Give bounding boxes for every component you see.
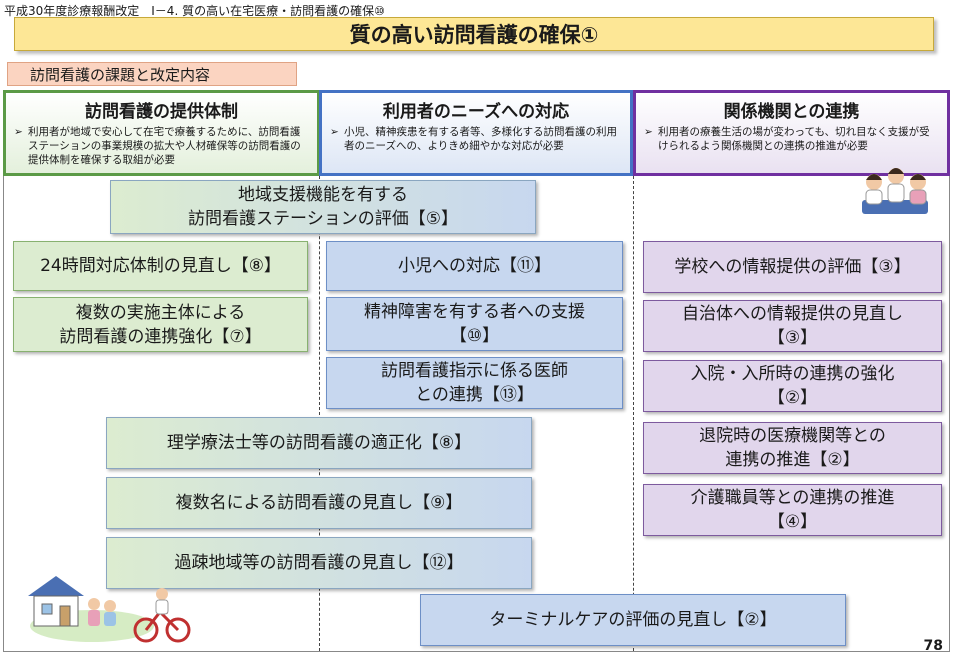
box-school: 学校への情報提供の評価【③】 xyxy=(643,241,942,293)
box-admission: 入院・入所時の連携の強化【②】 xyxy=(643,360,942,412)
box-physician-collaboration: 訪問看護指示に係る医師との連携【⑬】 xyxy=(326,357,623,409)
diagram-frame xyxy=(3,176,950,652)
box-rural: 過疎地域等の訪問看護の見直し【⑫】 xyxy=(106,537,532,589)
column-heading: 訪問看護の提供体制 xyxy=(85,102,238,122)
page-title: 質の高い訪問看護の確保① xyxy=(14,17,934,51)
arrow-bullet-icon: ➢ xyxy=(330,126,339,138)
box-multi-staff: 複数名による訪問看護の見直し【⑨】 xyxy=(106,477,532,529)
column-heading: 利用者のニーズへの対応 xyxy=(382,102,570,122)
box-therapist: 理学療法士等の訪問看護の適正化【⑧】 xyxy=(106,417,532,469)
column-description: ➢小児、精神疾患を有する者等、多様化する訪問看護の利用者のニーズへの、よりきめ細… xyxy=(330,126,617,152)
column-header-needs: 利用者のニーズへの対応 ➢小児、精神疾患を有する者等、多様化する訪問看護の利用者… xyxy=(319,90,633,176)
arrow-bullet-icon: ➢ xyxy=(14,126,23,138)
header-breadcrumb: 平成30年度診療報酬改定 Ⅰ－4. 質の高い在宅医療・訪問看護の確保⑩ xyxy=(4,4,385,18)
box-24h-care: 24時間対応体制の見直し【⑧】 xyxy=(13,241,308,291)
arrow-bullet-icon: ➢ xyxy=(644,126,653,138)
section-label: 訪問看護の課題と改定内容 xyxy=(7,62,297,86)
box-regional-support: 地域支援機能を有する訪問看護ステーションの評価【⑤】 xyxy=(110,180,536,234)
box-care-workers: 介護職員等との連携の推進【④】 xyxy=(643,484,942,536)
box-multi-entity: 複数の実施主体による訪問看護の連携強化【⑦】 xyxy=(13,297,308,352)
column-header-collaboration: 関係機関との連携 ➢利用者の療養生活の場が変わっても、切れ目なく支援が受けられる… xyxy=(633,90,950,176)
column-description: ➢利用者が地域で安心して在宅で療養するために、訪問看護ステーションの事業規模の拡… xyxy=(14,126,301,166)
box-mental-health: 精神障害を有する者への支援【⑩】 xyxy=(326,297,623,351)
column-divider xyxy=(633,176,634,651)
box-pediatric: 小児への対応【⑪】 xyxy=(326,241,623,291)
box-discharge: 退院時の医療機関等との連携の推進【②】 xyxy=(643,422,942,474)
column-description: ➢利用者の療養生活の場が変わっても、切れ目なく支援が受けられるよう関係機関との連… xyxy=(644,126,930,152)
nurses-meeting-illustration xyxy=(862,168,928,214)
page-number: 78 xyxy=(923,638,943,654)
column-header-provision: 訪問看護の提供体制 ➢利用者が地域で安心して在宅で療養するために、訪問看護ステー… xyxy=(3,90,320,176)
column-heading: 関係機関との連携 xyxy=(723,102,860,122)
column-divider xyxy=(319,176,320,651)
box-terminal-care: ターミナルケアの評価の見直し【②】 xyxy=(420,594,846,646)
box-municipality: 自治体への情報提供の見直し【③】 xyxy=(643,300,942,352)
home-visit-illustration xyxy=(28,576,191,643)
